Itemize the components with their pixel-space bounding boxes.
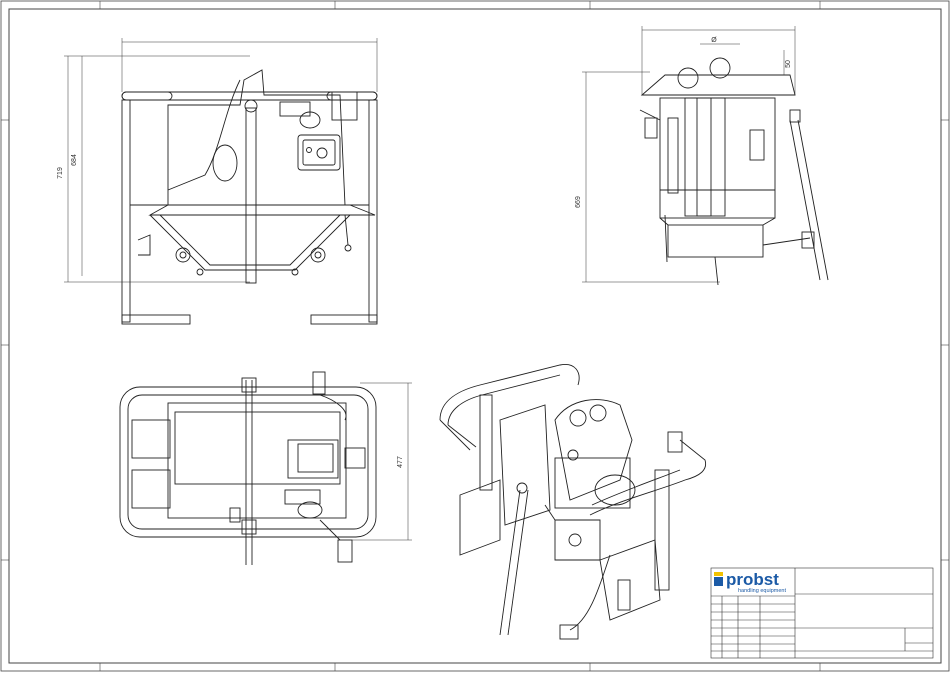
- logo-brand: probst: [726, 570, 779, 589]
- top-view: [120, 372, 376, 565]
- side-height-label: 669: [575, 196, 582, 208]
- logo-tagline: handling equipment: [738, 588, 786, 594]
- top-height-label: 477: [397, 456, 404, 468]
- probst-logo: probst handling equipment: [714, 570, 786, 594]
- side-view: [640, 58, 828, 285]
- front-height-label: 684: [71, 154, 78, 166]
- front-width-label: 719: [57, 167, 64, 179]
- side-small-dim-label: 50: [785, 60, 792, 68]
- side-diameter-label: Ø: [711, 37, 717, 44]
- logo-mark: [714, 577, 723, 586]
- front-view: [122, 70, 377, 324]
- front-dimension-lines: [64, 38, 377, 282]
- isometric-view: [440, 364, 706, 639]
- logo-accent-mark: [714, 572, 723, 576]
